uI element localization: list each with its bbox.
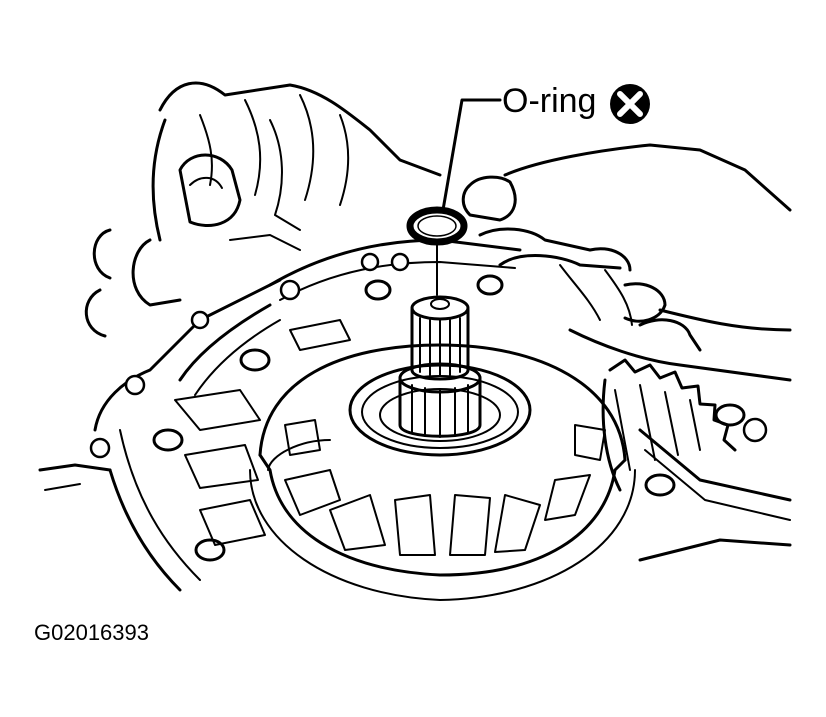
gear [601, 358, 737, 492]
oil-pump-assembly [249, 343, 636, 601]
housing-upper [84, 81, 442, 338]
o-ring-label: O-ring [502, 82, 597, 120]
case-left-edge [38, 278, 282, 592]
leader-lines [436, 98, 502, 296]
o-ring [406, 206, 468, 246]
figure-id: G02016393 [34, 620, 149, 645]
case-ribs [174, 319, 351, 546]
x-circle-icon [610, 84, 650, 124]
case-flange [89, 238, 792, 562]
input-shaft [398, 295, 482, 438]
bolt-bosses [152, 274, 746, 562]
hand [461, 143, 792, 382]
